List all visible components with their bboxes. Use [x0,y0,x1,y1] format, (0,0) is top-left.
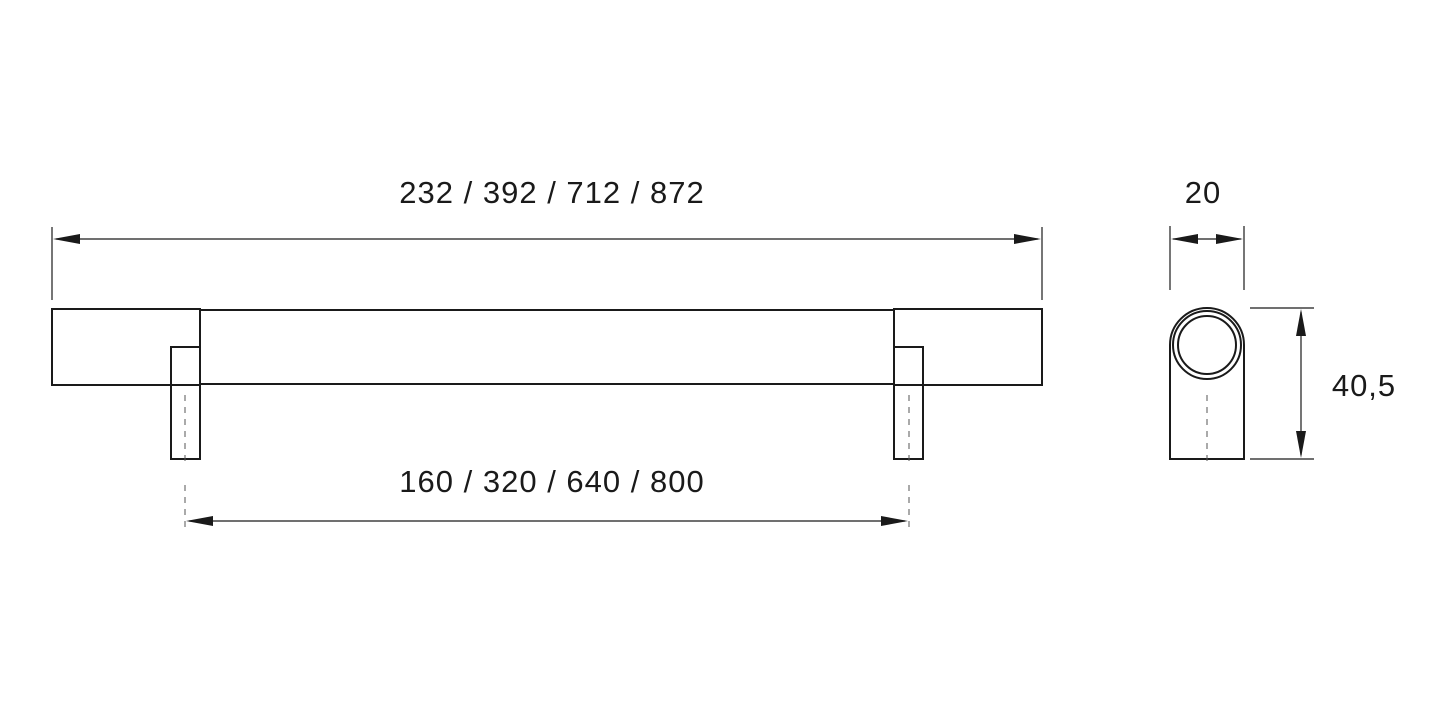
arrowhead-left [1171,234,1198,244]
height-label: 40,5 [1332,368,1396,403]
diameter-label: 20 [1185,175,1221,210]
bar-section-inner [1177,315,1237,375]
arrowhead-top [1296,309,1306,336]
arrowhead-left [186,516,213,526]
right-leg [893,346,924,460]
arrowhead-right [881,516,908,526]
bar-section-outer [1172,310,1242,380]
hole-spacing-label: 160 / 320 / 640 / 800 [399,464,704,499]
diameter-dimension: 20 [1169,175,1245,290]
height-dimension: 40,5 [1250,307,1396,460]
overall-length-dimension: 232 / 392 / 712 / 872 [51,175,1043,300]
arrowhead-right [1014,234,1041,244]
front-view [51,308,1043,462]
overall-length-label: 232 / 392 / 712 / 872 [399,175,704,210]
arrowhead-left [53,234,80,244]
side-view [1169,307,1245,462]
handle-bar [199,309,895,385]
side-body-outline [1169,307,1245,460]
arrowhead-right [1216,234,1243,244]
arrowhead-bottom [1296,431,1306,458]
hole-spacing-dimension: 160 / 320 / 640 / 800 [184,464,910,532]
left-leg [170,346,201,460]
